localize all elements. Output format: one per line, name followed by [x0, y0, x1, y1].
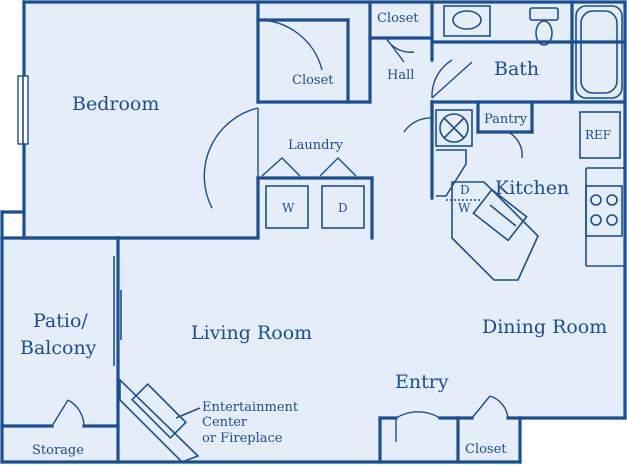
- label-living-room: Living Room: [191, 322, 312, 344]
- label-dining-room: Dining Room: [482, 316, 607, 338]
- label-entry: Entry: [395, 371, 449, 393]
- kitchen-appliances: [579, 111, 625, 267]
- entertainment-center: [119, 378, 201, 463]
- label-dishwasher: D: [460, 183, 470, 197]
- label-storage: Storage: [32, 443, 84, 458]
- label-washer: W: [282, 201, 295, 215]
- label-refrigerator: REF: [585, 128, 611, 142]
- label-pantry: Pantry: [484, 112, 528, 127]
- label-patio-line2: Balcony: [20, 337, 97, 359]
- label-bath: Bath: [494, 58, 539, 80]
- laundry-appliances: [265, 185, 365, 229]
- label-entertainment-line2: Center: [202, 415, 248, 430]
- label-bedroom-closet: Closet: [292, 73, 334, 88]
- label-hall-closet: Closet: [377, 11, 419, 26]
- label-entry-closet: Closet: [465, 442, 507, 457]
- label-patio-line1: Patio/: [33, 310, 88, 332]
- patio-sliding-door: [113, 256, 122, 366]
- label-kitchen-washer: W: [458, 201, 471, 215]
- bedroom-window: [17, 75, 29, 145]
- label-dryer: D: [338, 201, 348, 215]
- bath-fixtures: [443, 5, 623, 99]
- label-entertainment-line1: Entertainment: [202, 400, 299, 415]
- kitchen-counters: [436, 149, 539, 281]
- label-kitchen: Kitchen: [495, 177, 569, 199]
- door-swings: [51, 19, 523, 442]
- label-laundry: Laundry: [288, 138, 344, 153]
- label-bedroom: Bedroom: [72, 93, 159, 115]
- label-entertainment-line3: or Fireplace: [202, 431, 283, 446]
- water-heater: [435, 109, 473, 147]
- label-hall: Hall: [387, 68, 414, 83]
